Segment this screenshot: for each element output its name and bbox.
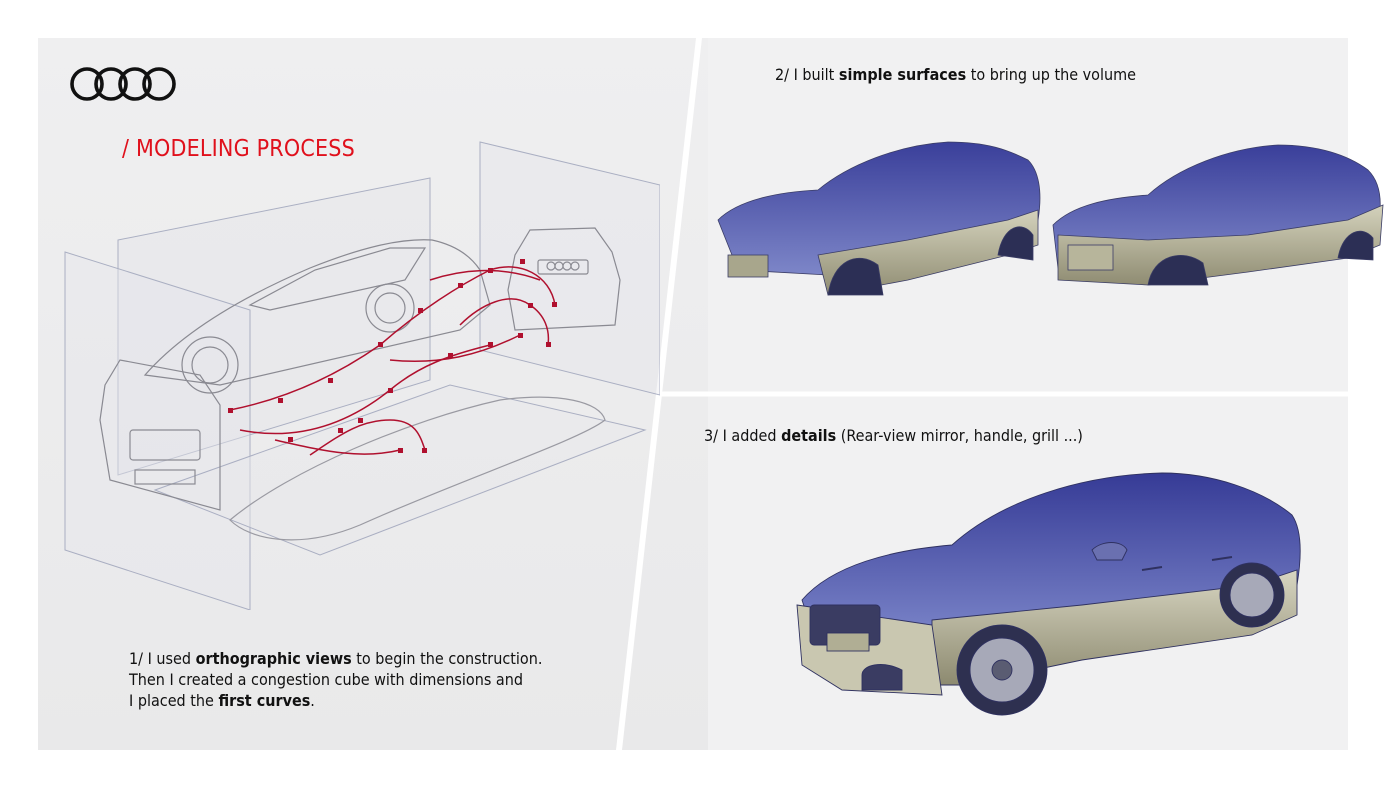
step1-caption: 1/ I used orthographic views to begin th… [129,648,542,711]
page-title: / MODELING PROCESS [122,136,355,162]
caption-line: 3/ I added details (Rear-view mirror, ha… [704,425,1083,446]
caption-line: 2/ I built simple surfaces to bring up t… [775,64,1136,85]
caption-line: 1/ I used orthographic views to begin th… [129,648,542,669]
panel-dividers [616,38,1348,750]
caption-line: I placed the first curves. [129,690,542,711]
surface-model-b [1052,144,1384,286]
step2-caption: 2/ I built simple surfaces to bring up t… [775,64,1136,85]
caption-text: 1/ I used [129,649,196,668]
caption-emphasis: orthographic views [195,649,352,668]
caption-emphasis: first curves [218,691,311,710]
caption-emphasis: details [781,426,837,445]
caption-text: (Rear-view mirror, handle, grill ...) [836,426,1083,445]
caption-text: Then I created a congestion cube with di… [129,670,523,689]
caption-text: . [310,691,315,710]
step1-panel [38,38,708,750]
caption-text: to bring up the volume [966,65,1136,84]
detailed-car-model [796,472,1301,716]
simple-surfaces-models [717,141,1384,296]
caption-line: Then I created a congestion cube with di… [129,669,542,690]
audi-rings-logo [70,67,176,101]
caption-text: I placed the [129,691,219,710]
caption-emphasis: simple surfaces [838,65,967,84]
orthographic-wireframe-illustration [64,141,660,610]
surface-model-a [717,141,1041,296]
presentation-board [38,38,1348,750]
caption-text: 2/ I built [775,65,839,84]
caption-text: 3/ I added [704,426,782,445]
caption-text: to begin the construction. [351,649,543,668]
step3-caption: 3/ I added details (Rear-view mirror, ha… [704,425,1083,446]
